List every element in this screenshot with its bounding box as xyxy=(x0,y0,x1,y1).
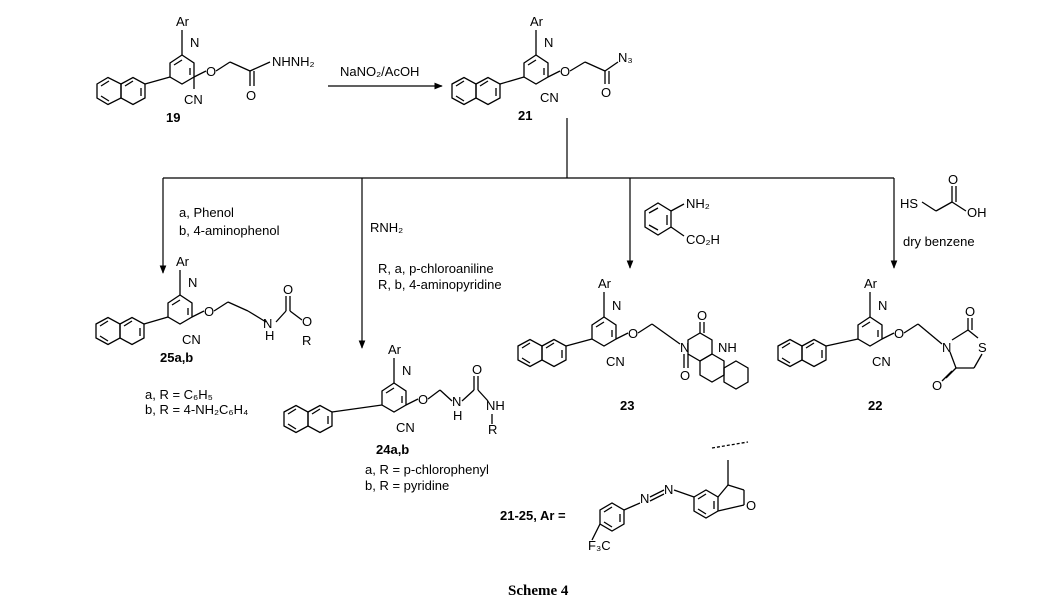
o-label: O xyxy=(965,304,975,319)
ar-label: Ar xyxy=(530,14,544,29)
compound-id: 22 xyxy=(868,398,882,413)
reagent-label: a, Phenol xyxy=(179,205,234,220)
cn-label: CN xyxy=(182,332,201,347)
o-label: O xyxy=(894,326,904,341)
substituent-label: b, R = pyridine xyxy=(365,478,449,493)
o-label: O xyxy=(601,85,611,100)
reagent-label: RNH₂ xyxy=(370,220,403,235)
o-label: O xyxy=(948,172,958,187)
ar-label: Ar xyxy=(598,276,612,291)
cn-label: CN xyxy=(606,354,625,369)
compound-25: Ar N O N H O O R CN 25a,b a, R = C₆H₅ b,… xyxy=(95,254,312,417)
solvent-label: dry benzene xyxy=(903,234,975,249)
n-label: N xyxy=(878,298,887,313)
substituent-label: a, R = C₆H₅ xyxy=(145,387,213,402)
n-label: N xyxy=(680,340,689,355)
h-label: H xyxy=(265,328,274,343)
thioglycolic-acid: HS O OH dry benzene xyxy=(900,172,987,249)
compound-id: 19 xyxy=(166,110,180,125)
n-label: N xyxy=(640,491,649,506)
o-label: O xyxy=(472,362,482,377)
azide-label: N₃ xyxy=(618,50,633,65)
cn-label: CN xyxy=(872,354,891,369)
o-label: O xyxy=(418,392,428,407)
o-label: O xyxy=(246,88,256,103)
n-label: N xyxy=(942,340,951,355)
nh-label: NH xyxy=(486,398,505,413)
o-label: O xyxy=(204,304,214,319)
n-label: N xyxy=(544,35,553,50)
scheme-caption: Scheme 4 xyxy=(508,583,569,599)
hydrazide-label: NHNH₂ xyxy=(272,54,315,69)
cn-label: CN xyxy=(396,420,415,435)
o-label: O xyxy=(206,64,216,79)
compound-24: Ar N O N H O NH R CN 24a,b a, R = p-chlo… xyxy=(283,342,505,493)
o-label: O xyxy=(283,282,293,297)
substituent-label: b, R = 4-NH₂C₆H₄ xyxy=(145,402,248,417)
reagent-label: R, a, p-chloroaniline xyxy=(378,261,494,276)
compound-id: 25a,b xyxy=(160,350,193,365)
reagent-label: R, b, 4-aminopyridine xyxy=(378,277,502,292)
substituent-label: a, R = p-chlorophenyl xyxy=(365,462,489,477)
n-label: N xyxy=(612,298,621,313)
n-label: N xyxy=(263,316,272,331)
ar-definition-prefix: 21-25, Ar = xyxy=(500,508,566,523)
cn-label: CN xyxy=(540,90,559,105)
nh-label: NH xyxy=(718,340,737,355)
r-label: R xyxy=(302,333,311,348)
n-label: N xyxy=(664,482,673,497)
o-label: O xyxy=(302,314,312,329)
compound-22: Ar N O N O S O CN 22 xyxy=(777,276,987,413)
cn-label: CN xyxy=(184,92,203,107)
compound-21: Ar N O N₃ O CN 21 xyxy=(451,14,633,123)
co2h-label: CO₂H xyxy=(686,232,720,247)
oh-label: OH xyxy=(967,205,987,220)
n-label: N xyxy=(452,394,461,409)
o-label: O xyxy=(932,378,942,393)
n-label: N xyxy=(188,275,197,290)
compound-id: 23 xyxy=(620,398,634,413)
compound-19: Ar N O NHNH₂ O CN 19 xyxy=(96,14,315,125)
h-label: H xyxy=(453,408,462,423)
ar-label: Ar xyxy=(864,276,878,291)
compound-id: 24a,b xyxy=(376,442,409,457)
o-label: O xyxy=(560,64,570,79)
o-label: O xyxy=(680,368,690,383)
n-label: N xyxy=(190,35,199,50)
s-label: S xyxy=(978,340,987,355)
ar-label: Ar xyxy=(176,14,190,29)
o-label: O xyxy=(628,326,638,341)
r-label: R xyxy=(488,422,497,437)
o-label: O xyxy=(697,308,707,323)
n-label: N xyxy=(402,363,411,378)
o-label: O xyxy=(746,498,756,513)
compound-id: 21 xyxy=(518,108,532,123)
ar-definition: 21-25, Ar = F₃C N N O xyxy=(500,441,756,553)
hs-label: HS xyxy=(900,196,918,211)
cf3-label: F₃C xyxy=(588,538,611,553)
reagent-label: NaNO₂/AcOH xyxy=(340,64,419,79)
ar-label: Ar xyxy=(388,342,402,357)
ar-label: Ar xyxy=(176,254,190,269)
anthranilic-acid: NH₂ CO₂H xyxy=(644,196,720,247)
compound-23: Ar N O N O NH O CN 23 xyxy=(517,276,749,413)
reagent-label: b, 4-aminophenol xyxy=(179,223,280,238)
nh2-label: NH₂ xyxy=(686,196,710,211)
branch-lines xyxy=(159,118,898,349)
